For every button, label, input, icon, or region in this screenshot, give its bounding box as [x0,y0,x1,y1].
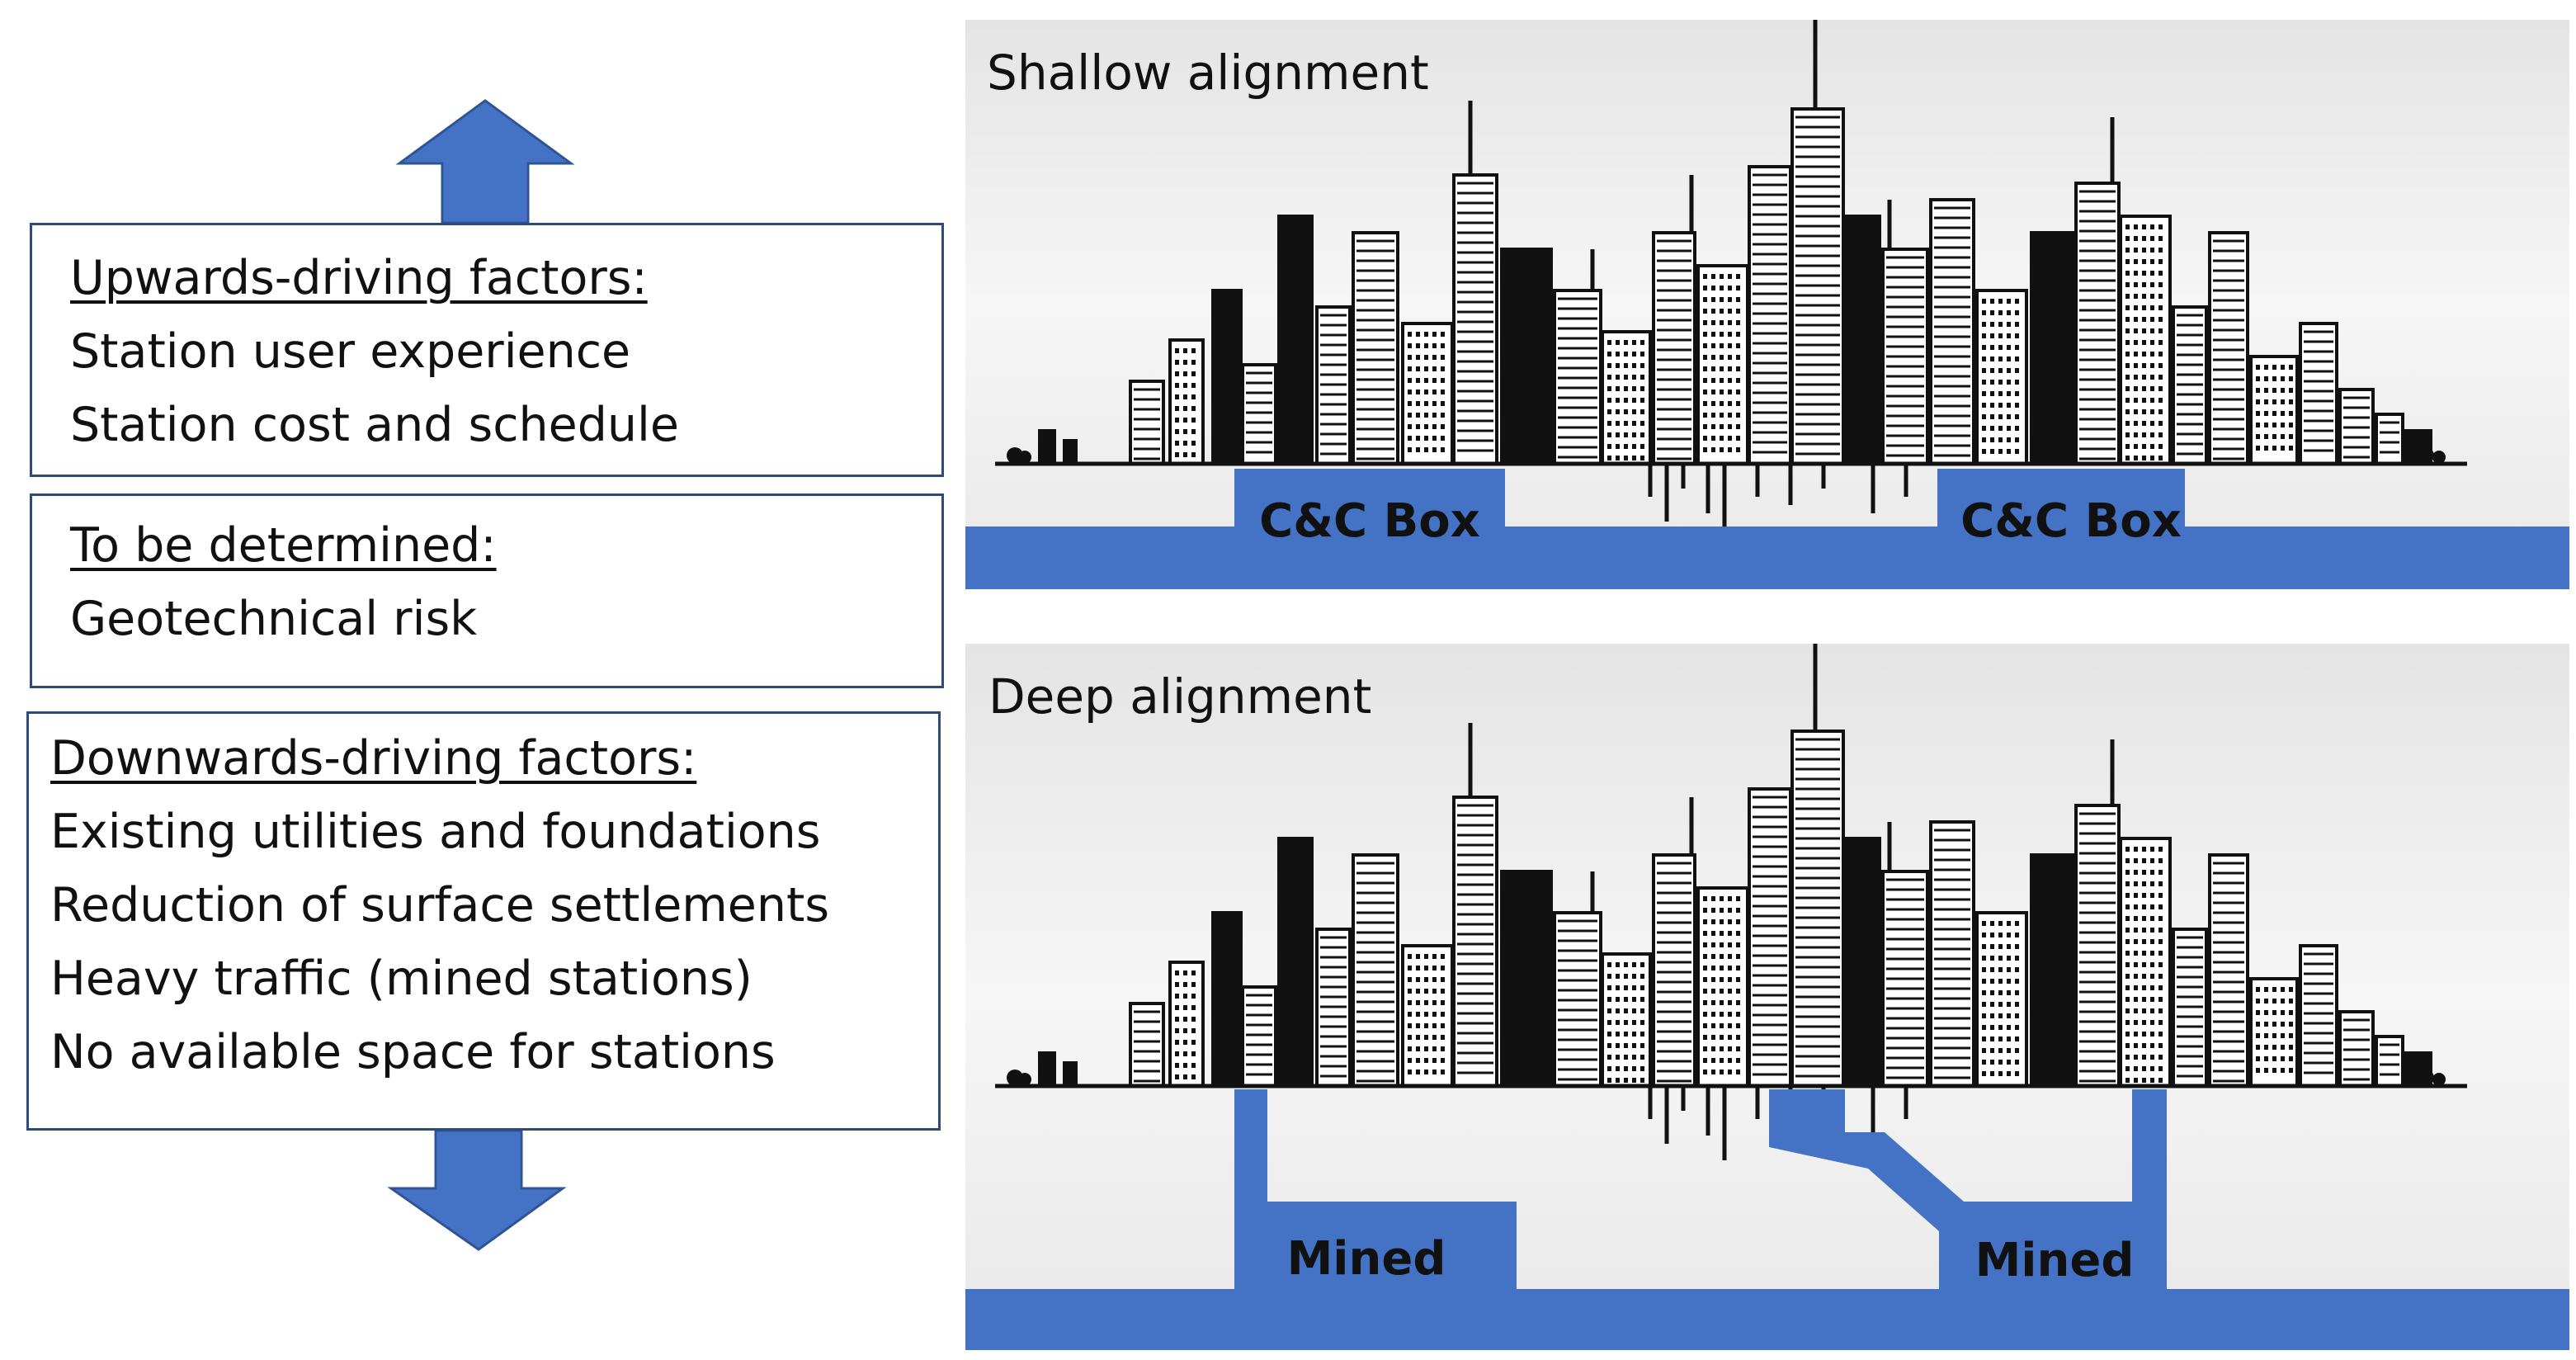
deep-alignment-panel: Deep alignment Mined Mined [965,644,2569,1350]
undetermined-factors-box: To be determined: Geotechnical risk [30,493,944,688]
cut-and-cover-station-box [1234,469,1505,543]
mined-station-right [1769,1089,2167,1296]
undetermined-factors-title: To be determined: [70,518,497,573]
downward-factor-item: Existing utilities and foundations [50,805,821,859]
downward-factors-title: Downwards-driving factors: [50,731,697,786]
upward-factor-item: Station cost and schedule [70,398,679,452]
cut-and-cover-station-box [1937,469,2185,543]
station-label: C&C Box [1259,494,1480,548]
downward-factors-box: Downwards-driving factors: Existing util… [26,711,941,1131]
tunnel-band [965,1289,2569,1350]
station-label: Mined [1975,1234,2135,1287]
tunnel-band [965,527,2569,589]
station-label: C&C Box [1960,494,2182,548]
tunnel-structure [965,469,2569,589]
upward-factors-box: Upwards-driving factors: Station user ex… [30,223,944,477]
panel-title: Deep alignment [988,668,1371,725]
city-skyline [995,20,2467,538]
station-label: Mined [1287,1232,1446,1286]
downward-factor-item: No available space for stations [50,1025,776,1079]
downward-factor-item: Reduction of surface settlements [50,878,830,933]
mined-station-left [1234,1089,1517,1296]
up-arrow-icon [395,99,575,224]
shallow-alignment-panel: Shallow alignment C&C Box C&C Box [965,20,2569,589]
upward-factors-title: Upwards-driving factors: [70,251,648,305]
panel-title: Shallow alignment [987,45,1429,101]
down-arrow-icon [387,1129,567,1251]
upward-factor-item: Station user experience [70,324,631,379]
tunnel-structure [965,1089,2569,1350]
city-skyline [995,644,2467,1160]
downward-factor-item: Heavy traffic (mined stations) [50,952,753,1006]
undetermined-factor-item: Geotechnical risk [70,592,478,646]
